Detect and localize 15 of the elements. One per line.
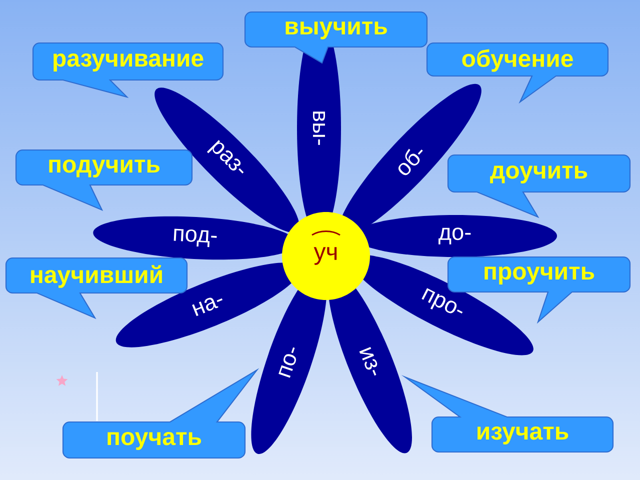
speech-bubble: выучить — [244, 11, 428, 64]
speech-bubble: обучение — [426, 42, 609, 103]
node-label: об- — [398, 148, 423, 176]
petal: из- — [328, 270, 412, 454]
node-label: раз- — [206, 140, 244, 174]
petal: под- — [93, 216, 297, 260]
speech-bubble: разучивание — [32, 42, 224, 98]
flower-center: уч — [282, 212, 370, 300]
speech-bubble: доучить — [447, 154, 631, 218]
speech-bubble: изучать — [404, 376, 614, 453]
node-label: на- — [192, 298, 223, 316]
petal: до- — [353, 215, 557, 257]
speech-bubble: поучать — [62, 369, 258, 459]
speech-bubble: подучить — [15, 149, 193, 211]
speech-bubble: научивший — [5, 257, 188, 319]
